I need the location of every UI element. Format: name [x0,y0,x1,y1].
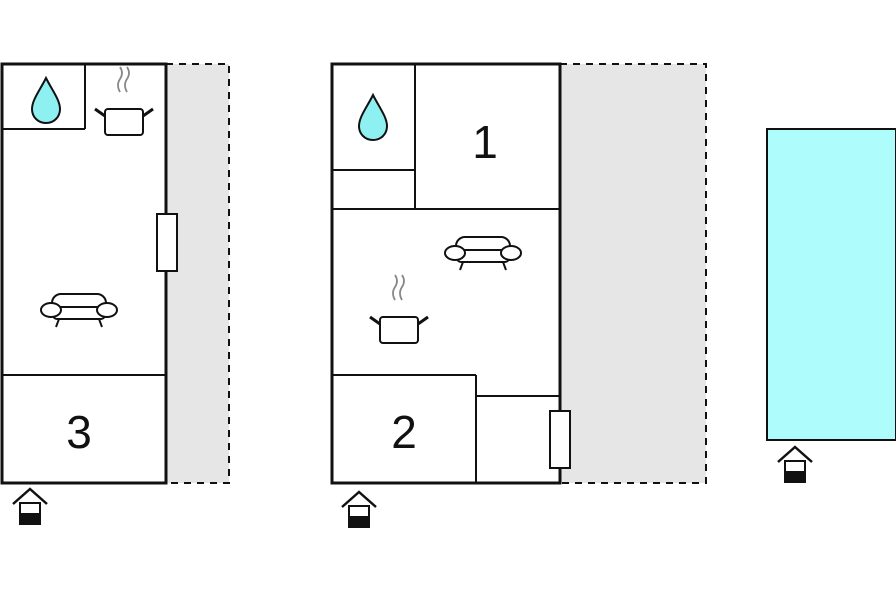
window-icon [156,213,178,272]
entrance-icon [11,487,49,526]
room-label: 1 [472,116,498,168]
floor-left: 3 [0,62,230,526]
room-label: 2 [391,406,417,458]
floor-middle: 1 2 [330,62,707,529]
window-icon [549,410,571,469]
terrace [165,63,230,484]
building-outline [330,62,562,485]
terrace [559,63,707,484]
room-label: 3 [66,406,92,458]
swimming-pool [766,128,896,441]
entrance-icon [776,445,814,484]
pool-area [766,128,896,484]
entrance-icon [340,490,378,529]
